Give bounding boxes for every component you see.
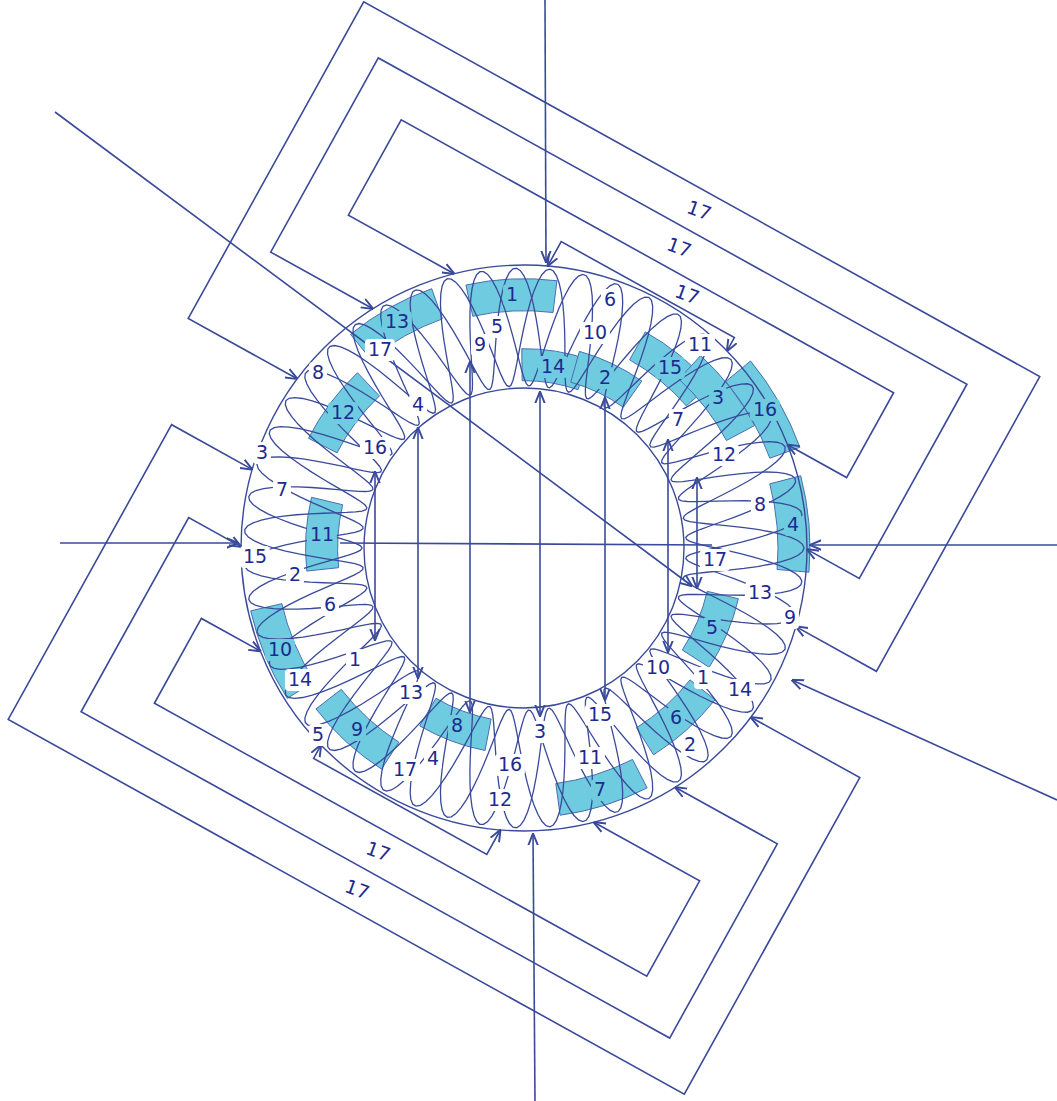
callout-number: 1 <box>346 649 364 671</box>
callout-number: 16 <box>495 754 525 776</box>
callout-number: 9 <box>471 334 489 356</box>
callout-number: 2 <box>286 564 304 586</box>
callout-number: 12 <box>709 444 739 466</box>
cell-fill <box>682 591 738 667</box>
guide-line <box>545 0 546 262</box>
guide-line <box>810 544 1057 546</box>
callout-number: 2 <box>596 367 614 389</box>
callout-number: 6 <box>667 707 685 729</box>
cell-fills <box>251 279 810 816</box>
ring-outline <box>241 265 807 831</box>
callout-number: 14 <box>285 669 315 691</box>
guide-line <box>340 543 712 545</box>
callout-number: 5 <box>488 316 506 338</box>
callout-number: 12 <box>485 789 515 811</box>
callout-number: 7 <box>591 779 609 801</box>
braid-strand <box>249 269 804 827</box>
cell-fill <box>316 689 399 769</box>
callout-number: 17 <box>390 759 420 781</box>
callout-number: 11 <box>575 747 605 769</box>
callout-number: 6 <box>321 594 339 616</box>
callout-number: 17 <box>682 195 718 226</box>
callout-number: 7 <box>273 479 291 501</box>
callout-number: 13 <box>396 682 426 704</box>
winding-loop <box>314 745 501 854</box>
callout-number: 17 <box>360 837 396 868</box>
callout-number: 14 <box>725 679 755 701</box>
callout-number: 4 <box>424 748 442 770</box>
callout-number: 10 <box>643 657 673 679</box>
callout-number: 15 <box>655 357 685 379</box>
callout-number: 1 <box>503 284 521 306</box>
guide-line <box>469 362 471 712</box>
ring-outline <box>364 388 684 708</box>
guide-lines <box>55 0 1057 1101</box>
callout-number: 3 <box>709 387 727 409</box>
callout-number: 5 <box>309 724 327 746</box>
callout-number: 17 <box>661 233 697 264</box>
guide-line <box>55 112 692 586</box>
callout-number: 7 <box>669 409 687 431</box>
callout-number: 13 <box>382 311 412 333</box>
callout-number: 17 <box>669 280 705 311</box>
callout-number: 16 <box>360 437 390 459</box>
callout-number: 6 <box>601 289 619 311</box>
winding-loop <box>81 518 777 1038</box>
guide-line <box>417 428 419 678</box>
callout-number: 17 <box>365 339 395 361</box>
callout-number: 8 <box>309 362 327 384</box>
guide-line <box>667 440 669 652</box>
callout-number: 17 <box>700 549 730 571</box>
callout-number: 10 <box>580 322 610 344</box>
braid-strand <box>245 272 802 828</box>
winding-loop <box>348 120 893 478</box>
callout-number: 12 <box>328 402 358 424</box>
callout-number: 8 <box>448 715 466 737</box>
callout-number: 14 <box>538 356 568 378</box>
guide-line <box>696 478 698 588</box>
callout-number: 3 <box>253 442 271 464</box>
guide-line <box>533 834 535 1101</box>
guide-line <box>604 398 606 700</box>
cell-fill <box>466 279 557 317</box>
braided-ring <box>241 265 807 831</box>
callout-number: 13 <box>745 582 775 604</box>
callout-number: 15 <box>240 546 270 568</box>
callout-number: 15 <box>585 704 615 726</box>
callout-number: 9 <box>781 607 799 629</box>
winding-loops <box>8 2 1040 1094</box>
callout-number: 9 <box>348 719 366 741</box>
callout-number: 4 <box>409 394 427 416</box>
guide-line <box>374 472 376 640</box>
callout-number: 8 <box>751 494 769 516</box>
guide-line <box>60 542 238 544</box>
callout-number: 2 <box>681 734 699 756</box>
callout-number: 10 <box>265 639 295 661</box>
callout-number: 5 <box>703 617 721 639</box>
callout-number: 4 <box>784 514 802 536</box>
guide-line <box>792 680 1057 800</box>
guide-line <box>539 392 541 716</box>
callout-number: 11 <box>685 334 715 356</box>
winding-loop <box>188 2 1040 672</box>
winding-loop <box>8 425 860 1095</box>
callout-number: 11 <box>307 524 337 546</box>
callout-number: 3 <box>531 721 549 743</box>
winding-loop <box>154 618 699 976</box>
callout-number: 17 <box>339 875 375 906</box>
callout-number: 1 <box>694 667 712 689</box>
callout-number: 16 <box>750 399 780 421</box>
